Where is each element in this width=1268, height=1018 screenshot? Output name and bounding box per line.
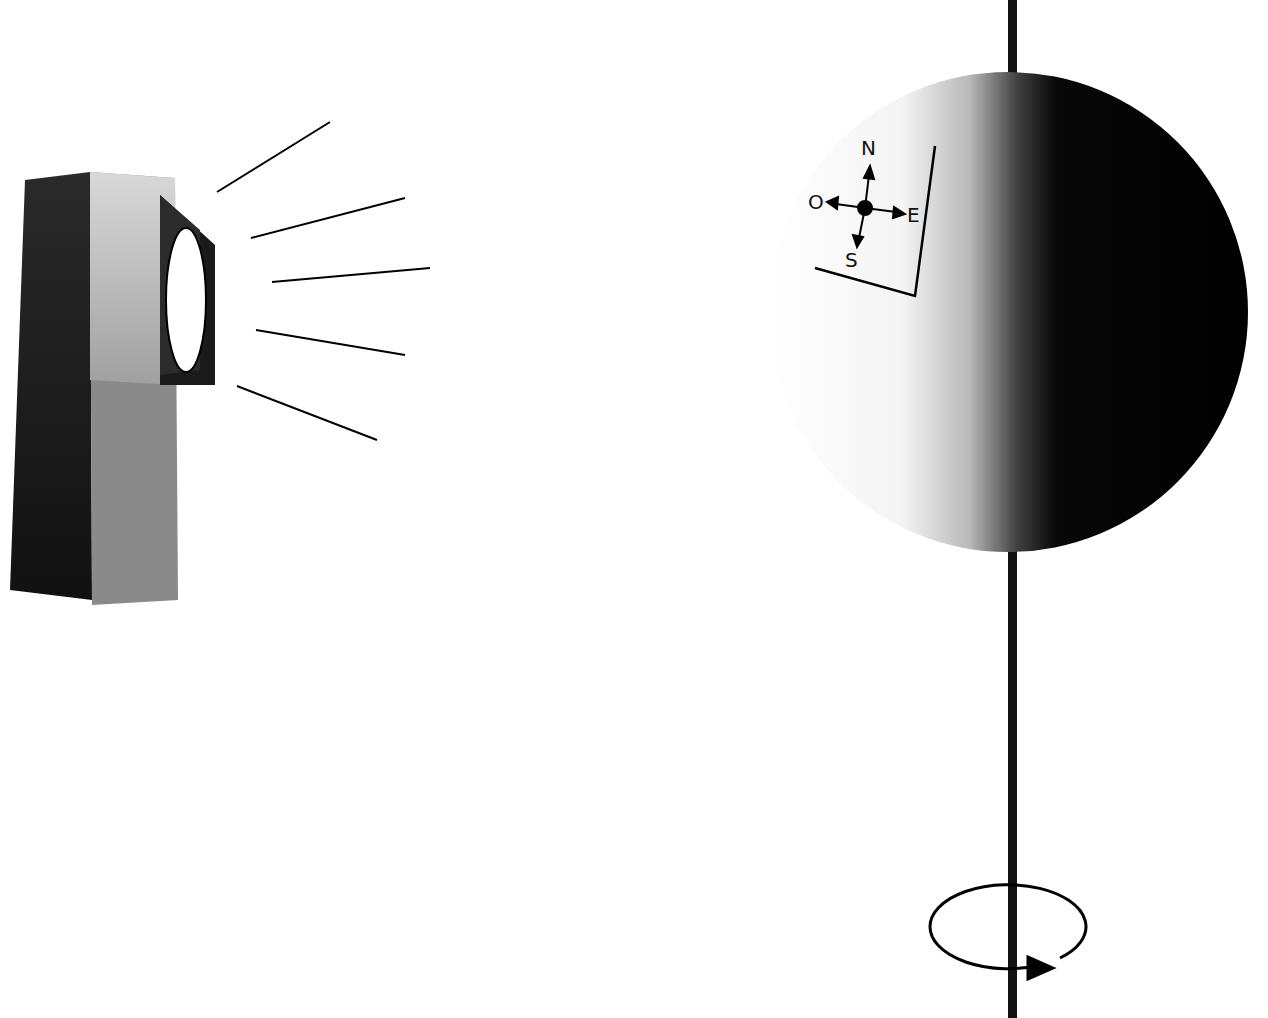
compass-card	[815, 146, 935, 296]
arrow-head	[827, 197, 838, 209]
arrow-head	[864, 166, 874, 179]
compass-rose	[827, 166, 905, 247]
compass-arm	[859, 208, 865, 238]
lamp	[10, 172, 215, 605]
lamp-side	[10, 172, 92, 600]
arrow-head	[853, 235, 863, 247]
light-ray	[256, 330, 405, 355]
lens-housing	[160, 195, 215, 385]
compass-letter: N	[861, 138, 876, 158]
card-edge	[815, 146, 935, 296]
light-ray	[237, 386, 377, 440]
arrow-head	[1028, 957, 1053, 979]
rotation-arrow	[930, 885, 1086, 979]
rotation-arc	[930, 885, 1086, 969]
light-ray	[251, 198, 405, 238]
globe	[768, 72, 1248, 552]
compass-letter: O	[808, 192, 824, 212]
light-ray	[217, 122, 330, 192]
compass-letter: S	[845, 250, 858, 270]
lens	[166, 228, 206, 372]
compass-letter: E	[907, 205, 920, 225]
light-ray	[272, 268, 430, 282]
compass-arm	[865, 208, 896, 212]
light-rays	[217, 122, 430, 440]
compass-arm	[836, 204, 865, 208]
arrow-head	[893, 207, 905, 218]
compass-arm	[865, 175, 869, 208]
